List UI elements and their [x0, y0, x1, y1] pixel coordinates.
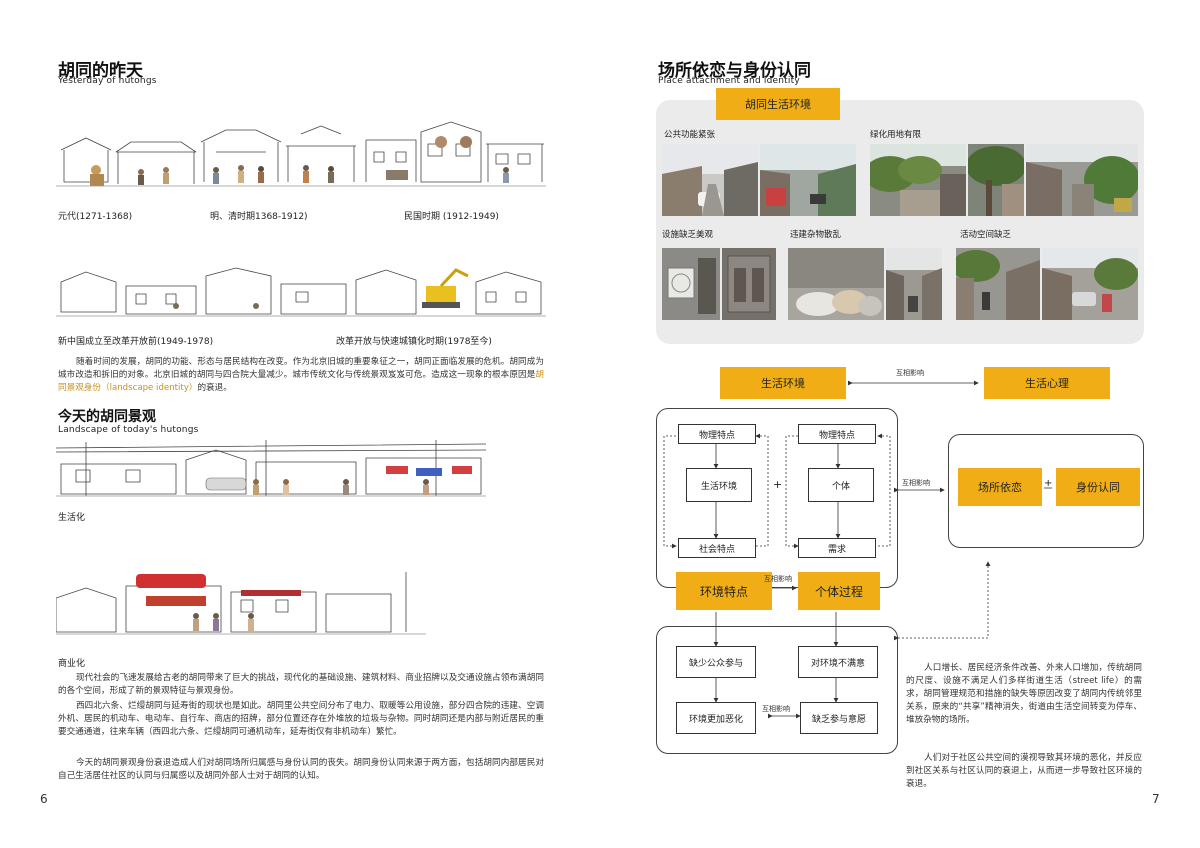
- box-social: 社会特点: [678, 538, 756, 558]
- caption-ming-qing: 明、清时期1368-1912): [210, 212, 308, 222]
- box-lack-will: 缺乏参与意愿: [800, 702, 878, 734]
- subtitle-today-en: Landscape of today's hutongs: [58, 425, 199, 435]
- left-title: 胡同的昨天: [58, 61, 143, 81]
- label-daily-life: 生活化: [58, 513, 86, 523]
- photo-green-3: [1026, 144, 1138, 216]
- caption-1949-1978: 新中国成立至改革开放前(1949-1978): [58, 337, 214, 347]
- photo-green-2: [968, 144, 1024, 216]
- hutong-history-sketch: [56, 112, 546, 204]
- hutong-modern-sketch: [56, 262, 546, 324]
- right-paragraph-2: 人们对于社区公共空间的漠视导致其环境的恶化，并反应到社区关系与社区认同的衰退上，…: [906, 753, 1142, 789]
- place-attachment: 场所依恋: [958, 468, 1042, 506]
- box-physical-2: 物理特点: [798, 424, 876, 444]
- plus-sign-2: +: [1044, 478, 1053, 489]
- left-title-en: Yesterday of hutongs: [58, 76, 157, 86]
- paragraph-current-status: 西四北六条、烂缦胡同与延寿街的现状也是如此。胡同里公共空间分布了电力、取暖等公用…: [58, 701, 544, 737]
- box-env-worse: 环境更加恶化: [676, 702, 756, 734]
- box-physical-1: 物理特点: [678, 424, 756, 444]
- paragraph-modern-challenge: 现代社会的飞速发展给古老的胡同带来了巨大的挑战，现代化的基础设施、建筑材料、商业…: [58, 673, 544, 696]
- box-lack-public: 缺少公众参与: [676, 646, 756, 678]
- photo-green-1: [870, 144, 966, 216]
- tag-living-psychology: 生活心理: [984, 367, 1110, 399]
- landscape-identity-highlight: 胡同景观身份（landscape identity）: [58, 370, 544, 393]
- box-need: 需求: [798, 538, 876, 558]
- place-identity-frame: [948, 434, 1144, 548]
- hutong-commercial-sketch: [56, 570, 426, 640]
- caption-yuan: 元代(1271-1368): [58, 212, 133, 222]
- label-green-space: 绿化用地有限: [870, 130, 922, 140]
- photo-debris: [788, 248, 884, 320]
- caption-republic: 民国时期 (1912-1949): [404, 212, 499, 222]
- photo-alley-narrow: [886, 248, 942, 320]
- mutual-label-2: 互相影响: [902, 479, 930, 487]
- identity: 身份认同: [1056, 468, 1140, 506]
- box-living-env: 生活环境: [686, 468, 752, 502]
- right-paragraph-1: 人口增长、居民经济条件改善、外来人口增加，传统胡同的尺度、设施不满足人们多样街道…: [906, 663, 1142, 725]
- right-title-en: Place attachment and identity: [658, 76, 800, 86]
- mutual-label-3: 互相影响: [762, 705, 790, 713]
- label-facilities: 设施缺乏美观: [662, 230, 714, 240]
- box-individual: 个体: [808, 468, 874, 502]
- label-public-function: 公共功能紧张: [664, 130, 716, 140]
- label-activity-space: 活动空间缺乏: [960, 230, 1012, 240]
- top-mutual-label: 互相影响: [896, 369, 924, 377]
- tag-living-environment: 生活环境: [720, 367, 846, 399]
- label-commercial: 商业化: [58, 659, 86, 669]
- outcome-frame: [656, 626, 898, 754]
- individual-process: 个体过程: [798, 572, 880, 610]
- right-title: 场所依恋与身份认同: [658, 61, 811, 81]
- photo-street-2: [760, 144, 856, 216]
- photo-street-1: [662, 144, 758, 216]
- paragraph-identity-decline: 今天的胡同景观身份衰退造成人们对胡同场所归属感与身份认同的丧失。胡同身份认同来源…: [58, 758, 544, 781]
- photo-facility-2: [722, 248, 776, 320]
- mutual-label-1: 互相影响: [764, 575, 792, 583]
- photo-activity-2: [1042, 248, 1138, 320]
- panel-tag: 胡同生活环境: [716, 88, 840, 120]
- photo-facility-1: [662, 248, 720, 320]
- page-number-right: 7: [1152, 792, 1160, 806]
- env-features: 环境特点: [676, 572, 772, 610]
- page-number-left: 6: [40, 792, 48, 806]
- label-illegal-buildings: 违建杂物散乱: [790, 230, 842, 240]
- subtitle-today: 今天的胡同景观: [58, 409, 156, 425]
- paragraph-history: 随着时间的发展，胡同的功能、形态与居民结构在改变。作为北京旧城的重要象征之一，胡…: [58, 357, 544, 393]
- hutong-daily-life-sketch: [56, 438, 486, 504]
- box-dissatisfied: 对环境不满意: [798, 646, 878, 678]
- caption-1978-now: 改革开放与快速城镇化时期(1978至今): [336, 337, 492, 347]
- plus-sign: +: [773, 478, 783, 491]
- photo-activity-1: [956, 248, 1040, 320]
